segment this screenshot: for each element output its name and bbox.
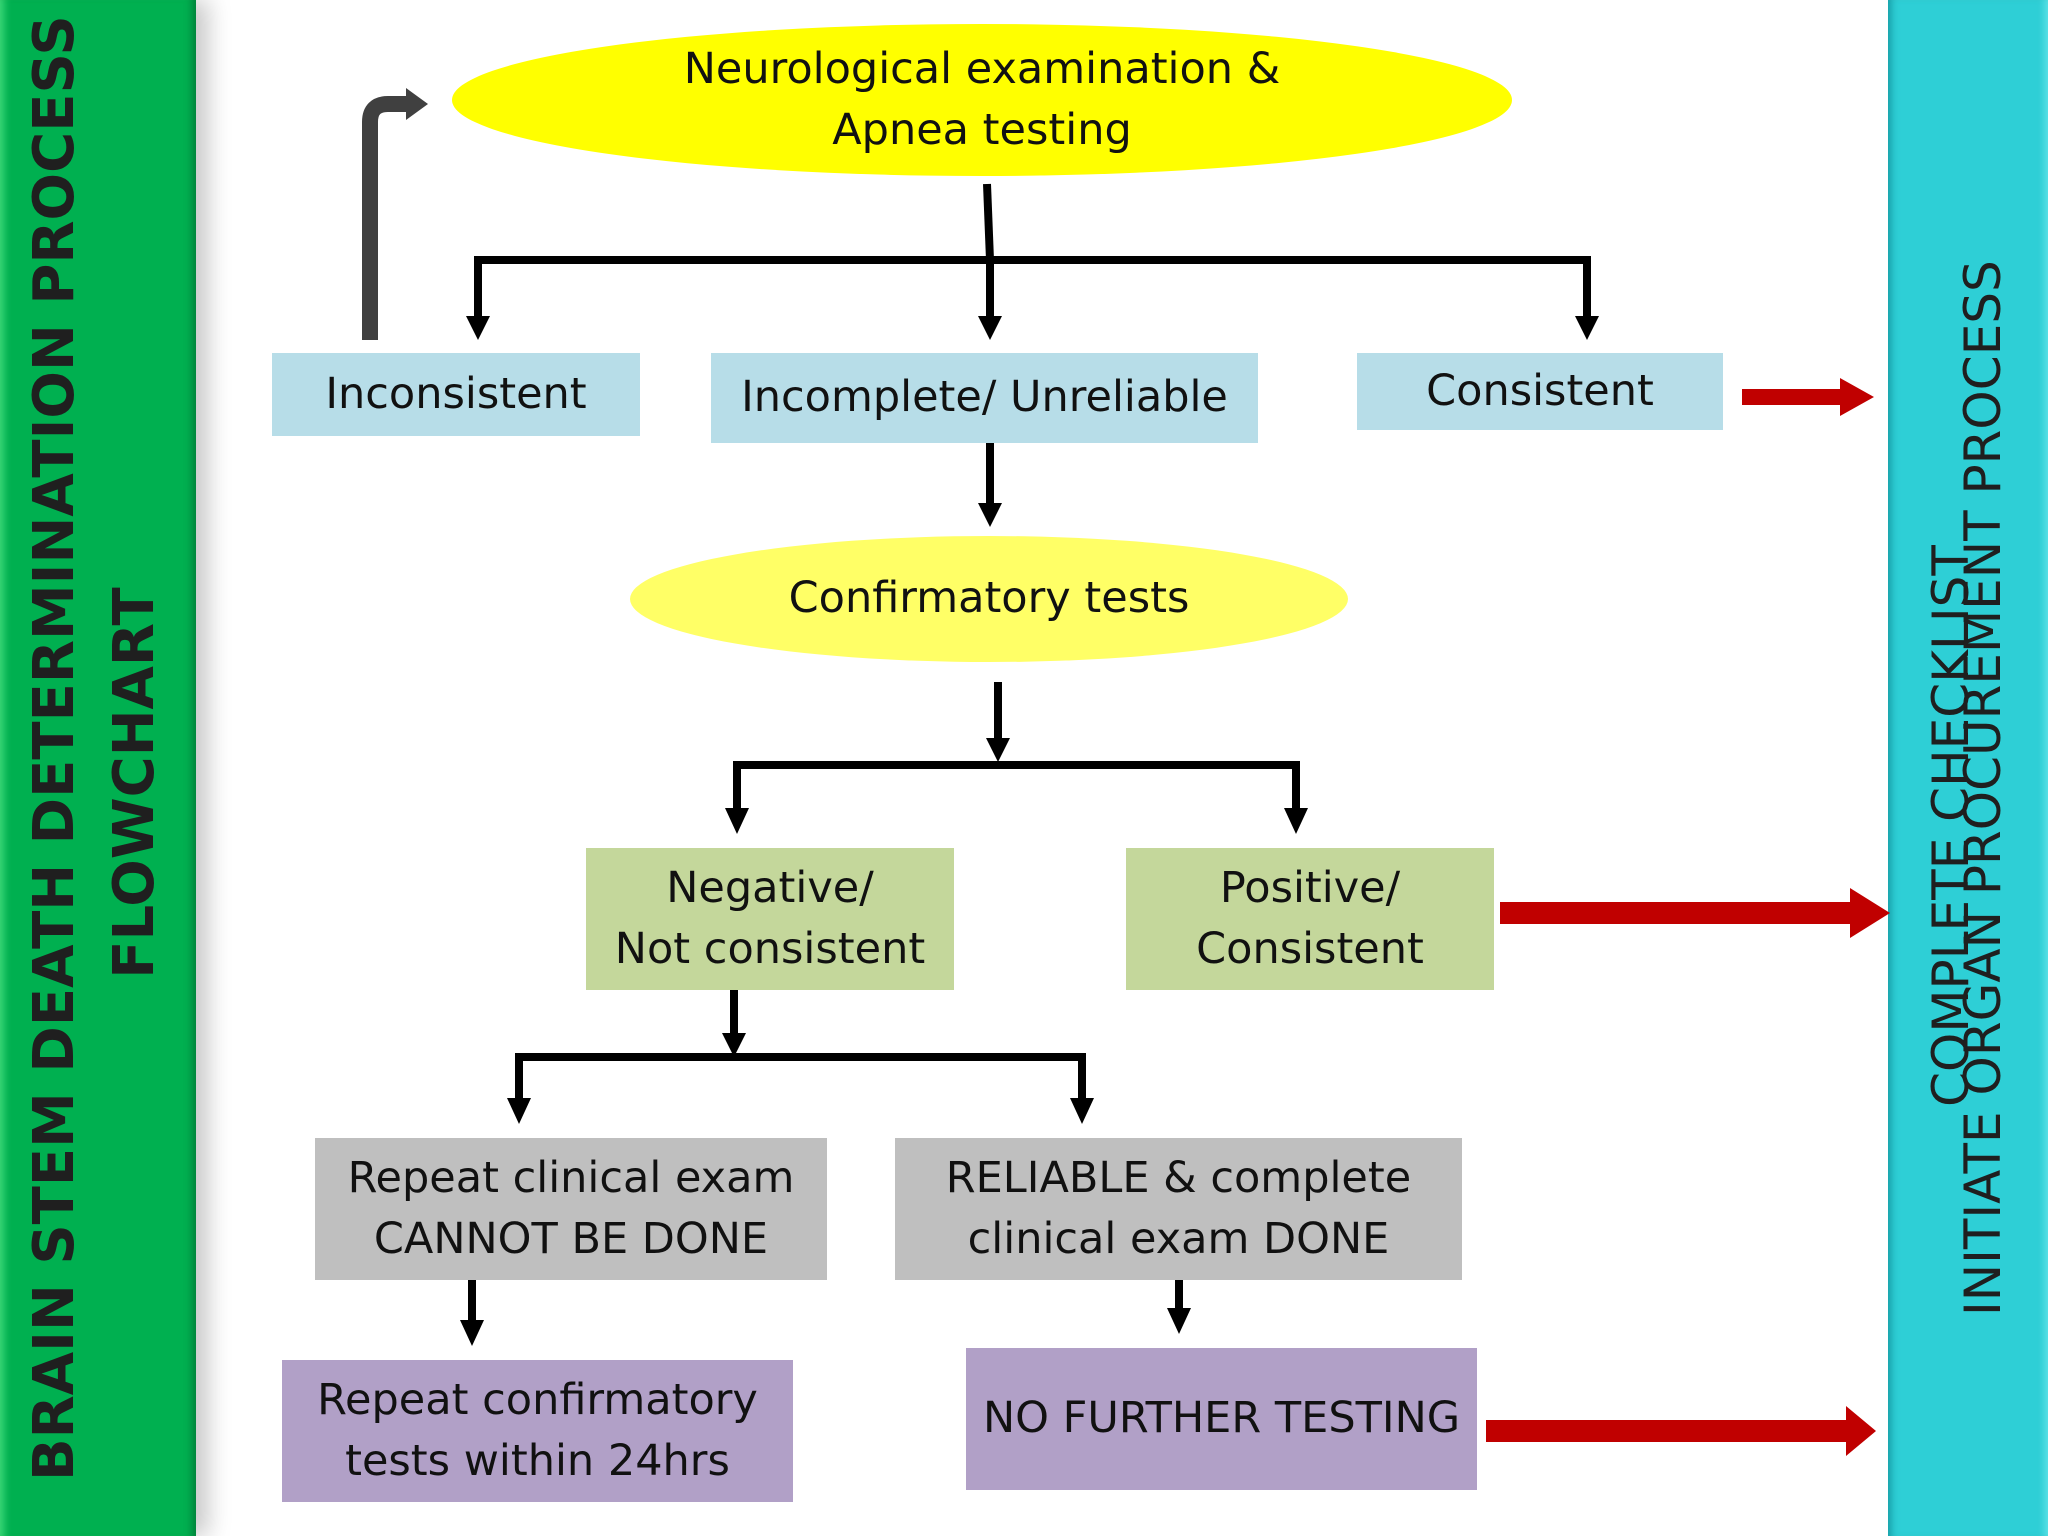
arrowhead-inconsistent: [466, 316, 490, 340]
arrowhead-confirm-stem: [986, 738, 1010, 762]
neurological-exam-node: Neurological examination & Apnea testing: [452, 24, 1512, 176]
repeat-exam-line1: Repeat clinical exam: [347, 1152, 795, 1203]
confirmatory-tests-node: Confirmatory tests: [630, 536, 1348, 662]
repeat-tests-line1: Repeat confirmatory: [317, 1374, 758, 1425]
outcome-arrow-no-further: [1486, 1406, 1876, 1456]
left-sidebar-banner: [0, 0, 196, 1536]
negative-node: Negative/ Not consistent: [586, 848, 954, 990]
repeat-exam-line2: CANNOT BE DONE: [373, 1214, 769, 1264]
inconsistent-label: Inconsistent: [325, 368, 587, 419]
incomplete-node: Incomplete/ Unreliable: [711, 353, 1258, 443]
connector-neuro-stem: [983, 183, 994, 261]
positive-line1: Positive/: [1219, 862, 1401, 913]
positive-node: Positive/ Consistent: [1126, 848, 1494, 990]
arrowhead-negative: [725, 808, 749, 834]
arrowhead-reliable: [1070, 1098, 1094, 1124]
consistent-node: Consistent: [1357, 353, 1723, 430]
no-further-testing-node: NO FURTHER TESTING: [966, 1348, 1477, 1490]
negative-line2: Not consistent: [614, 924, 926, 974]
reliable-line2: clinical exam DONE: [967, 1214, 1390, 1264]
confirmatory-label: Confirmatory tests: [788, 573, 1190, 624]
loop-back-arrow: [362, 88, 428, 340]
negative-line1: Negative/: [666, 862, 874, 913]
neuro-exam-line1: Neurological examination &: [683, 43, 1281, 94]
arrowhead-no-further: [1167, 1308, 1191, 1334]
arrowhead-consistent: [1575, 316, 1599, 340]
no-further-label: NO FURTHER TESTING: [982, 1393, 1461, 1444]
inconsistent-node: Inconsistent: [272, 353, 640, 436]
neuro-exam-line2: Apnea testing: [832, 105, 1132, 155]
arrowhead-repeat-exam: [507, 1098, 531, 1124]
positive-line2: Consistent: [1196, 924, 1424, 974]
repeat-exam-node: Repeat clinical exam CANNOT BE DONE: [315, 1138, 827, 1280]
consistent-label: Consistent: [1426, 365, 1654, 416]
outcome-arrow-positive: [1500, 888, 1890, 938]
right-sidebar-banner: [1888, 0, 2048, 1536]
outcome-arrow-consistent: [1742, 378, 1874, 416]
arrowhead-confirm: [978, 503, 1002, 527]
outcome-arrows: [1486, 378, 1890, 1456]
arrowhead-repeat-tests: [460, 1320, 484, 1346]
reliable-line1: RELIABLE & complete: [945, 1152, 1412, 1203]
reliable-exam-node: RELIABLE & complete clinical exam DONE: [895, 1138, 1462, 1280]
repeat-tests-node: Repeat confirmatory tests within 24hrs: [282, 1360, 793, 1502]
incomplete-label: Incomplete/ Unreliable: [741, 372, 1228, 423]
repeat-tests-line2: tests within 24hrs: [345, 1436, 730, 1486]
arrowhead-negative-stem: [722, 1033, 746, 1057]
arrowhead-incomplete: [978, 316, 1002, 340]
arrowhead-positive: [1284, 808, 1308, 834]
